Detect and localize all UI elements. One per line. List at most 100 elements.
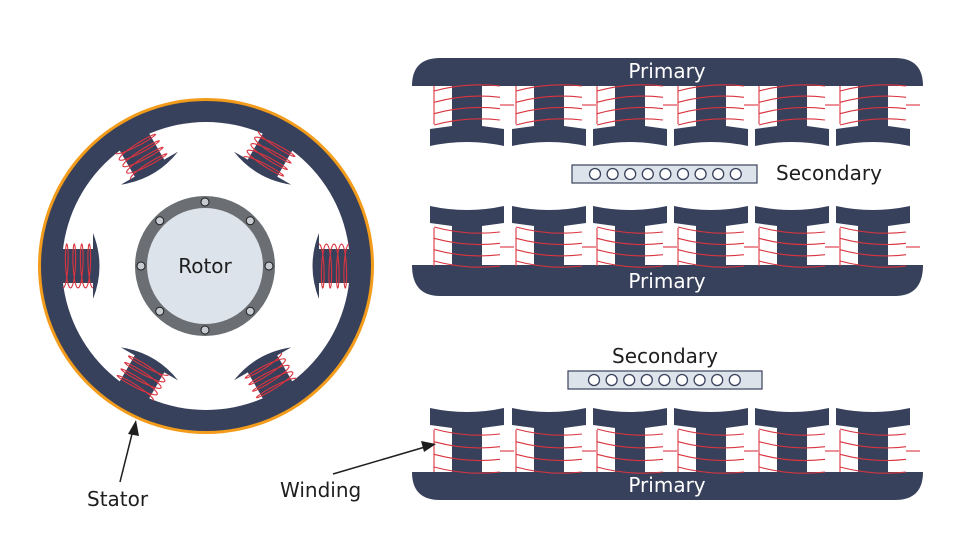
primary-tooth — [755, 408, 839, 474]
winding-turn — [515, 249, 583, 257]
winding-turn — [758, 466, 826, 474]
winding-turn — [596, 428, 664, 436]
rotor-bolt — [155, 306, 165, 316]
winding-turn — [839, 118, 907, 126]
winding-turn — [596, 466, 664, 474]
winding-arrowhead — [421, 441, 436, 452]
winding-turn — [758, 226, 826, 234]
conductor — [623, 373, 636, 387]
tooth-body — [430, 408, 504, 474]
conductor — [640, 373, 653, 387]
primary-tooth — [430, 408, 514, 474]
winding-coil — [115, 133, 168, 180]
tooth-body — [593, 408, 667, 474]
tooth-body — [755, 206, 829, 268]
conductor — [658, 373, 671, 387]
winding-turn — [677, 260, 745, 268]
rotor-bolt — [136, 261, 146, 271]
stator-pole — [233, 131, 296, 185]
winding-coil — [62, 242, 94, 289]
tooth-body — [755, 84, 829, 146]
primary-tooth — [836, 84, 920, 146]
tooth-body — [593, 84, 667, 146]
stator-pole — [116, 347, 179, 401]
primary-top-label: Primary — [628, 59, 705, 83]
primary-bottom-teeth — [430, 408, 920, 474]
primary-tooth — [593, 408, 677, 474]
primary-tooth — [674, 408, 758, 474]
winding-turn — [515, 106, 583, 115]
winding-turn — [677, 428, 745, 436]
stator-pole — [233, 347, 297, 401]
winding-turn — [677, 441, 745, 449]
conductor — [728, 373, 741, 387]
winding-callout: Winding — [280, 441, 436, 502]
stator-pole — [61, 233, 100, 299]
winding-turn — [433, 453, 501, 462]
winding-turn — [596, 118, 664, 126]
winding-turn — [677, 237, 745, 246]
winding-turn — [677, 466, 745, 474]
winding-turn — [515, 453, 583, 462]
winding-turn — [839, 95, 907, 103]
tooth-body — [512, 408, 586, 474]
winding-turn — [839, 260, 907, 268]
winding-turn — [839, 237, 907, 246]
stator-arrow-line — [119, 429, 134, 483]
winding-turn — [839, 466, 907, 474]
tooth-body — [674, 408, 748, 474]
conductor — [694, 167, 707, 181]
winding-turn — [596, 237, 664, 246]
primary-top-teeth — [430, 84, 920, 146]
primary-middle-teeth — [430, 206, 920, 268]
primary-tooth — [512, 206, 596, 268]
winding-turn — [596, 106, 664, 115]
winding-turn — [677, 453, 745, 462]
winding-coil — [318, 243, 350, 290]
winding-coil — [243, 131, 296, 177]
winding-turn — [839, 441, 907, 449]
conductor — [729, 167, 742, 181]
winding-turn — [596, 453, 664, 462]
pole-shoe — [233, 347, 294, 401]
winding-turn — [677, 84, 745, 92]
winding-turn — [758, 453, 826, 462]
rotor-body — [147, 208, 263, 324]
winding-turn — [677, 118, 745, 126]
winding-turn — [677, 226, 745, 234]
winding-turn — [839, 226, 907, 234]
tooth-body — [836, 206, 910, 268]
secondary-bottom-label: Secondary — [612, 344, 718, 368]
winding-turn — [839, 453, 907, 462]
conductor — [588, 167, 602, 181]
conductor — [587, 373, 601, 387]
conductor — [712, 167, 725, 181]
primary-tooth — [674, 206, 758, 268]
rotor-bolt — [200, 197, 210, 207]
rotor-bolt — [200, 325, 210, 335]
rotor-bolt — [264, 261, 274, 271]
tooth-body — [674, 84, 748, 146]
tooth-body — [593, 206, 667, 268]
primary-bottom-label: Primary — [628, 473, 705, 497]
winding-turn — [758, 249, 826, 257]
winding-turn — [758, 428, 826, 436]
primary-top-base — [412, 58, 923, 86]
secondary-bottom-conductors — [587, 373, 741, 387]
winding-turn — [839, 249, 907, 257]
double-sided-linear-motor: Primary Secondary Primary — [412, 58, 923, 296]
stator-pole — [312, 233, 351, 299]
conductor — [693, 373, 706, 387]
secondary-top-conductors — [588, 167, 742, 181]
winding-coil — [244, 352, 297, 399]
primary-tooth — [755, 84, 839, 146]
primary-middle-base — [412, 265, 923, 296]
winding-turn — [515, 226, 583, 234]
winding-turn — [515, 260, 583, 268]
winding-turn — [596, 260, 664, 268]
rotor-bolts — [136, 197, 274, 335]
winding-turn — [758, 441, 826, 449]
stator-arrowhead — [128, 420, 139, 436]
secondary-top-label: Secondary — [776, 161, 882, 185]
